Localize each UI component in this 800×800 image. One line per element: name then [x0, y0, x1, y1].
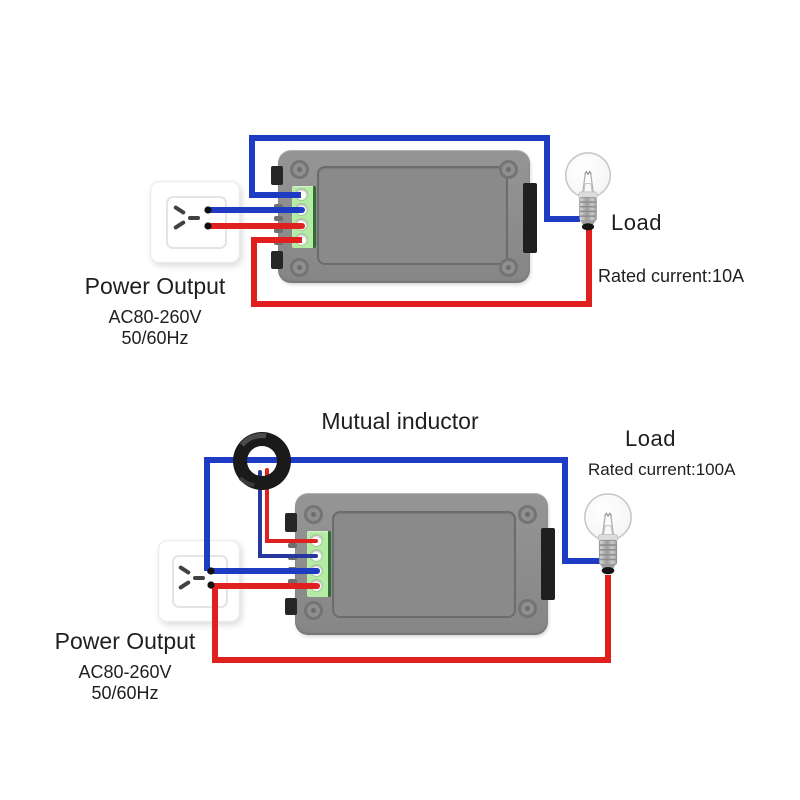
screw-icon: [304, 505, 323, 524]
meter-display-panel: [317, 166, 508, 265]
terminal-hole-1: [296, 189, 307, 200]
ring-highlight: [240, 433, 267, 447]
ridge: [274, 204, 283, 209]
side-connector: [523, 183, 537, 253]
power-output-block: Power Output AC80-260V 50/60Hz: [70, 273, 240, 348]
power-meter: [285, 493, 555, 635]
ring-highlight: [238, 476, 255, 487]
power-meter: [271, 150, 537, 283]
socket-pin-dot: [204, 206, 212, 214]
screw-icon: [304, 601, 323, 620]
wire-neutral-through-ct-blue: [204, 457, 600, 571]
ct-lead-red-to-terminal1: [265, 468, 318, 543]
screw-icon: [290, 160, 309, 179]
socket-pin-dot: [204, 222, 212, 230]
ridge: [288, 579, 297, 584]
screw-icon: [290, 258, 309, 277]
power-output-title: Power Output: [84, 273, 226, 299]
power-socket: [150, 181, 240, 263]
power-output-block: Power Output AC80-260V 50/60Hz: [40, 628, 210, 703]
socket-slot-icon: [193, 576, 205, 580]
load-label: Load: [625, 426, 676, 451]
screw-icon: [518, 599, 537, 618]
wire-neutral-to-load-blue: [249, 135, 580, 222]
load-label: Load: [611, 210, 662, 235]
socket-pin-dot: [207, 567, 215, 575]
frequency-label: 50/60Hz: [91, 683, 159, 703]
wire-live-to-load-red: [212, 575, 611, 663]
meter-display-panel: [332, 511, 516, 618]
mutual-inductor-label: Mutual inductor: [321, 408, 479, 434]
rated-current-label: Rated current:100A: [588, 460, 736, 479]
wire-live-to-load-red: [251, 229, 592, 307]
light-bulb-icon: [584, 493, 632, 576]
mount-tab: [271, 251, 283, 269]
light-bulb-icon: [564, 152, 612, 232]
mount-tab: [271, 166, 283, 185]
wires-top: [204, 135, 592, 307]
rated-current-label: Rated current:10A: [598, 266, 745, 286]
power-socket: [158, 540, 240, 622]
mount-tab: [285, 598, 297, 615]
socket-slot-icon: [188, 216, 200, 220]
ct-lead-blue-to-terminal2: [258, 470, 318, 558]
socket-pin-dot: [207, 581, 215, 589]
power-output-title: Power Output: [54, 628, 196, 654]
side-connector: [541, 528, 555, 600]
screw-icon: [518, 505, 537, 524]
mount-tab: [285, 513, 297, 532]
wires-bottom: [204, 432, 611, 663]
ridge: [274, 228, 283, 233]
ridge: [288, 543, 297, 548]
socket-faceplate: [172, 555, 228, 608]
mutual-inductor-ring-icon: [233, 432, 291, 490]
ridge: [274, 216, 283, 221]
screw-icon: [499, 160, 518, 179]
screw-icon: [499, 258, 518, 277]
frequency-label: 50/60Hz: [121, 328, 189, 348]
voltage-range-label: AC80-260V: [108, 307, 202, 327]
voltage-range-label: AC80-260V: [78, 662, 172, 682]
